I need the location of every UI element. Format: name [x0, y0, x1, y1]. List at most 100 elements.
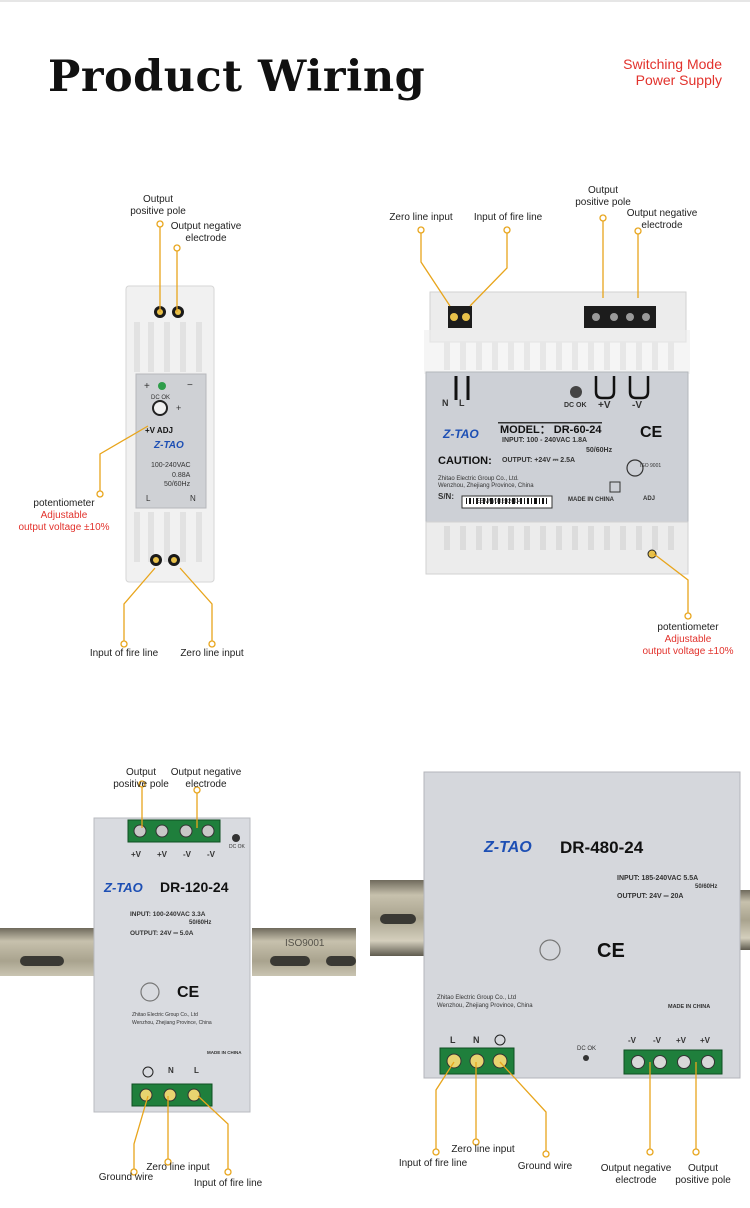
unit1-label-output-positive-line2: positive pole	[130, 206, 186, 217]
unit1-label-output-negative-line1: Output negative	[170, 221, 242, 232]
unit3-label-output-negative: Output negative electrode	[166, 767, 246, 791]
product-type-label: Switching Mode Power Supply	[623, 56, 722, 88]
unit2-terminal-mv: -V	[632, 400, 642, 411]
unit1-label-output-positive-line1: Output	[142, 194, 174, 205]
unit2-made-in: MADE IN CHINA	[568, 497, 614, 503]
unit1-label-potentiometer-line3: output voltage ±10%	[18, 522, 110, 533]
unit2-model: MODEL： DR-60-24	[500, 424, 602, 436]
unit1-plus-mark: +	[144, 381, 150, 392]
unit4-model: DR-480-24	[560, 838, 644, 857]
unit2-label-output-negative: Output negative electrode	[622, 208, 702, 232]
unit1-label-zero-line: Zero line input	[180, 648, 244, 659]
unit3-face-n: N	[168, 1066, 174, 1075]
unit4-label-output-negative: Output negative electrode	[596, 1163, 676, 1187]
unit4-terminal-2: -V	[653, 1036, 661, 1045]
unit1-label-potentiometer: potentiometer Adjustable output voltage …	[14, 498, 114, 534]
unit2-label-potentiometer-line1: potentiometer	[657, 622, 719, 633]
unit4-input-spec: INPUT: 185-240VAC 5.5A	[617, 875, 699, 882]
unit1-label-fire-line: Input of fire line	[89, 648, 159, 659]
unit4-label-output-positive: Output positive pole	[668, 1163, 738, 1187]
unit3-terminal-1: +V	[131, 850, 142, 859]
unit2-adj-label: ADJ	[643, 496, 656, 502]
unit3-input-hz: 50/60Hz	[189, 920, 212, 926]
unit4-output-spec: OUTPUT: 24V ═ 20A	[617, 893, 684, 900]
unit3-label-ground-wire: Ground wire	[98, 1172, 154, 1183]
unit2-device	[424, 291, 690, 575]
unit4-ce-mark: CE	[597, 940, 625, 962]
unit2-label-potentiometer-line3: output voltage ±10%	[642, 646, 734, 657]
unit1-spec-frequency: 50/60Hz	[164, 481, 191, 488]
unit4-label-ground-wire: Ground wire	[517, 1161, 573, 1172]
unit3-label-fire-line: Input of fire line	[193, 1178, 263, 1189]
unit2-label-potentiometer: potentiometer Adjustable output voltage …	[638, 622, 738, 658]
unit3-label-output-positive-line2: positive pole	[113, 779, 169, 790]
unit1-label-output-negative: Output negative electrode	[166, 221, 246, 245]
unit4-face-l: L	[450, 1035, 456, 1045]
unit2-serial-label: S/N:	[438, 492, 454, 501]
unit1-face-n: N	[190, 494, 196, 503]
product-type-line1: Switching Mode	[623, 56, 722, 72]
unit3-label-output-positive: Output positive pole	[104, 767, 178, 791]
unit1-dcok: DC OK	[151, 395, 171, 401]
unit2-label-output-positive: Output positive pole	[563, 185, 643, 209]
unit2-terminal-pv: +V	[598, 400, 611, 411]
unit1-spec-current: 0.88A	[172, 472, 191, 479]
unit3-output-spec: OUTPUT: 24V ═ 5.0A	[130, 930, 194, 937]
unit1-label-output-positive: Output positive pole	[118, 194, 198, 218]
unit3-label-output-negative-line2: electrode	[185, 779, 227, 790]
unit3-terminal-2: +V	[157, 850, 168, 859]
unit1-spec-voltage: 100-240VAC	[151, 462, 191, 469]
unit2-output-spec: OUTPUT: +24V ⎓ 2.5A	[502, 457, 576, 464]
unit3-label-output-positive-line1: Output	[125, 767, 157, 778]
unit3-ce-mark: CE	[177, 984, 200, 1001]
unit1-brand-logo: Z-TAO	[154, 440, 184, 451]
unit3-input-spec: INPUT: 100-240VAC 3.3A	[130, 911, 206, 918]
unit4-terminal-3: +V	[676, 1036, 687, 1045]
unit3-brand-logo: Z-TAO	[104, 880, 143, 895]
unit3-company-name: Zhitao Electric Group Co., Ltd	[132, 1012, 198, 1018]
unit1-label-output-negative-line2: electrode	[185, 233, 227, 244]
product-type-line2: Power Supply	[635, 72, 722, 88]
rail-iso-text: ISO9001	[285, 938, 325, 949]
unit4-dcok: DC OK	[577, 1046, 597, 1052]
unit2-company-address: Wenzhou, Zhejiang Province, China	[438, 483, 534, 489]
unit1-adj-label: +V ADJ	[145, 426, 173, 435]
unit2-face-n: N	[442, 398, 449, 408]
unit1-label-potentiometer-line2: Adjustable	[40, 510, 88, 521]
unit4-company-address: Wenzhou, Zhejiang Province, China	[437, 1003, 533, 1009]
unit3-terminal-3: -V	[183, 850, 191, 859]
unit4-company-name: Zhitao Electric Group Co., Ltd	[437, 995, 517, 1001]
unit2-label-output-positive-line1: Output	[587, 185, 619, 196]
unit2-label-fire-line: Input of fire line	[473, 212, 543, 223]
unit3-company-address: Wenzhou, Zhejiang Province, China	[132, 1020, 212, 1026]
unit4-input-hz: 50/60Hz	[695, 884, 718, 890]
unit4-label-output-negative-line1: Output negative	[600, 1163, 672, 1174]
unit1-label-potentiometer-line1: potentiometer	[33, 498, 95, 509]
unit2-brand-logo: Z-TAO	[443, 427, 479, 441]
unit4-terminal-1: -V	[628, 1036, 636, 1045]
unit2-ce-mark: CE	[640, 424, 663, 441]
unit4-device	[423, 771, 741, 1079]
unit2-label-output-negative-line1: Output negative	[626, 208, 698, 219]
unit2-caution: CAUTION:	[438, 455, 492, 467]
unit2-dcok: DC OK	[564, 402, 587, 409]
page-title: Product Wiring	[48, 52, 426, 102]
din-rail	[0, 880, 750, 976]
unit2-face-l: L	[459, 398, 465, 408]
unit3-face-l: L	[194, 1066, 199, 1075]
unit4-label-output-positive-line2: positive pole	[675, 1175, 731, 1186]
unit4-label-output-negative-line2: electrode	[615, 1175, 657, 1186]
top-divider	[0, 0, 750, 2]
unit4-label-output-positive-line1: Output	[687, 1163, 719, 1174]
unit4-face-n: N	[473, 1035, 480, 1045]
unit2-input-spec: INPUT: 100 - 240VAC 1.8A	[502, 437, 588, 444]
unit3-label-zero-line: Zero line input	[146, 1162, 210, 1173]
unit4-label-fire-line: Input of fire line	[398, 1158, 468, 1169]
unit2-label-output-negative-line2: electrode	[641, 220, 683, 231]
unit3-model: DR-120-24	[160, 879, 229, 895]
unit2-input-hz: 50/60Hz	[586, 447, 613, 454]
unit3-terminal-4: -V	[207, 850, 215, 859]
unit2-label-zero-line: Zero line input	[389, 212, 453, 223]
unit2-label-potentiometer-line2: Adjustable	[664, 634, 712, 645]
